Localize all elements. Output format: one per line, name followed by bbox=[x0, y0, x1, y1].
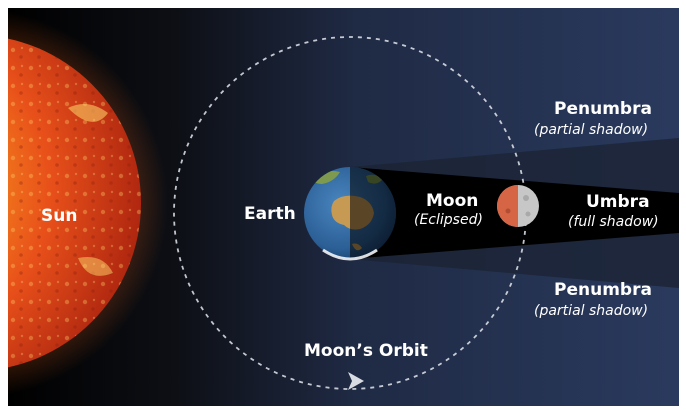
sun-icon bbox=[8, 11, 168, 395]
earth-label: Earth bbox=[244, 204, 296, 224]
orbit-arrow-icon bbox=[348, 372, 364, 390]
penumbra-bottom-label: Penumbra bbox=[554, 280, 652, 300]
sun-label: Sun bbox=[41, 206, 78, 226]
umbra-sublabel: (full shadow) bbox=[568, 214, 659, 230]
penumbra-top-sublabel: (partial shadow) bbox=[534, 122, 649, 138]
penumbra-top-label: Penumbra bbox=[554, 99, 652, 119]
orbit-label: Moon’s Orbit bbox=[304, 341, 428, 361]
penumbra-bottom-sublabel: (partial shadow) bbox=[534, 303, 649, 319]
moon-icon bbox=[497, 185, 539, 227]
moon-sublabel: (Eclipsed) bbox=[414, 212, 483, 228]
diagram-canvas bbox=[8, 8, 679, 406]
umbra-label: Umbra bbox=[586, 192, 650, 212]
diagram-panel: Sun Earth Moon (Eclipsed) Umbra (full sh… bbox=[8, 8, 679, 406]
moon-label: Moon bbox=[426, 191, 479, 211]
